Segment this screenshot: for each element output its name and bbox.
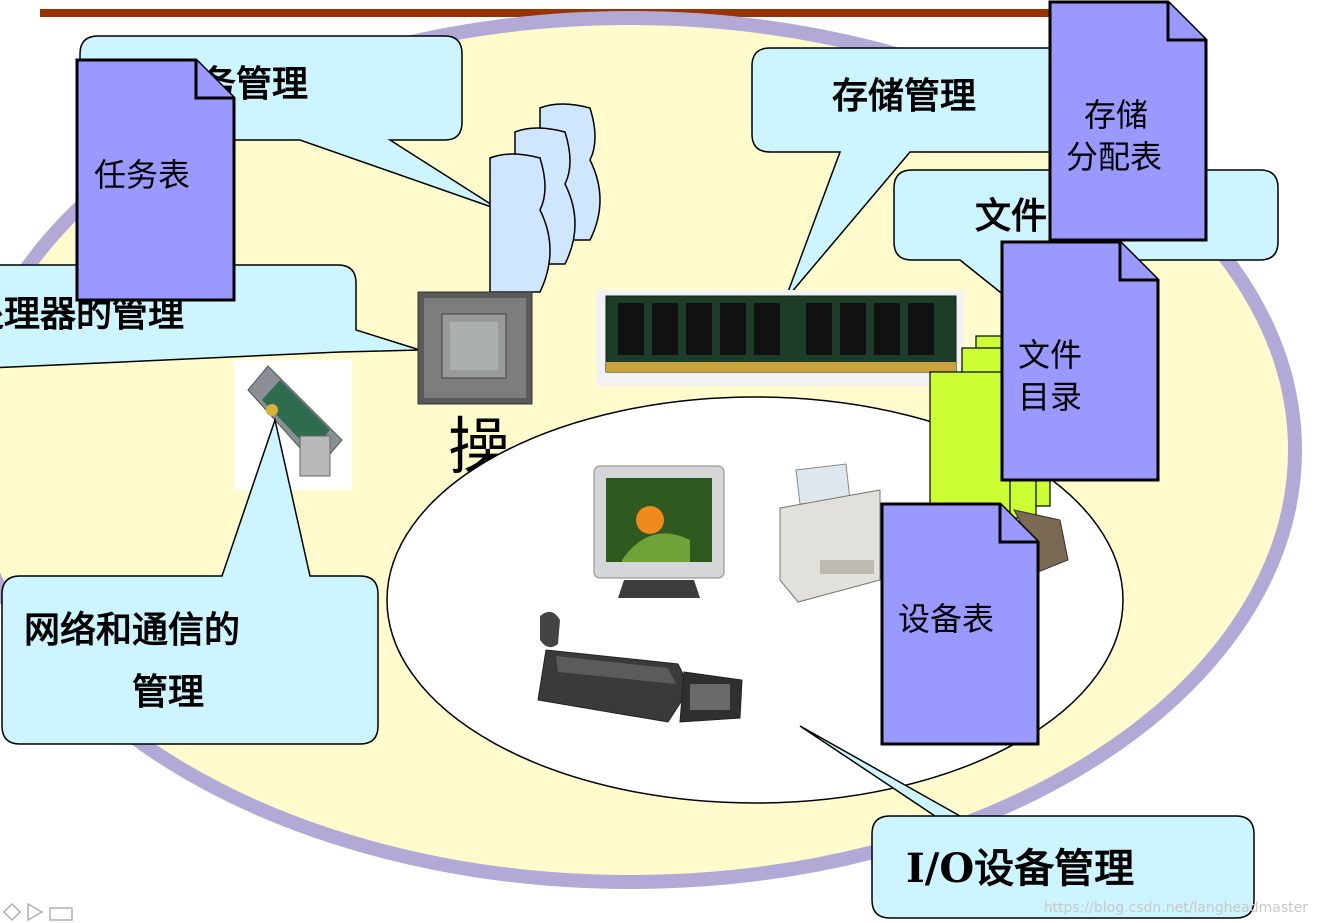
- file-directory-document: [1000, 240, 1160, 482]
- network-management-label-line1: 网络和通信的: [24, 609, 240, 651]
- slide-nav-icons[interactable]: [2, 902, 73, 922]
- task-table-document: [75, 58, 236, 302]
- network-card-icon: [234, 360, 352, 490]
- storage-allocation-table-document: [1048, 0, 1208, 242]
- prev-slide-icon: [2, 902, 22, 922]
- keyboard-icon: [537, 611, 743, 723]
- file-directory-label-line2: 目录: [1018, 378, 1082, 416]
- file-management-label: 文件: [975, 195, 1047, 237]
- printer-icon: [779, 463, 881, 603]
- monitor-icon: [593, 465, 725, 598]
- device-table-label: 设备表: [898, 600, 994, 638]
- title-rule: [40, 9, 1080, 17]
- device-table-document: [880, 502, 1040, 746]
- file-directory-label-line1: 文件: [1018, 336, 1082, 374]
- cpu-chip-icon: [417, 291, 533, 405]
- slides-icon: [49, 907, 73, 921]
- storage-allocation-table-label-line2: 分配表: [1066, 138, 1162, 176]
- paper-stack-icon: [489, 103, 601, 293]
- storage-allocation-table-label-line1: 存储: [1084, 96, 1148, 134]
- network-management-label-line2: 管理: [132, 671, 204, 713]
- watermark: https://blog.csdn.net/langheadmaster: [1044, 900, 1309, 916]
- pointer-icon: [27, 902, 44, 922]
- storage-management-label: 存储管理: [832, 75, 976, 117]
- network-management-callout: [1, 417, 379, 745]
- ram-module-icon: [596, 290, 964, 386]
- task-table-label: 任务表: [94, 156, 190, 194]
- io-management-callout: [799, 725, 1255, 919]
- io-management-label: I/O设备管理: [906, 845, 1134, 892]
